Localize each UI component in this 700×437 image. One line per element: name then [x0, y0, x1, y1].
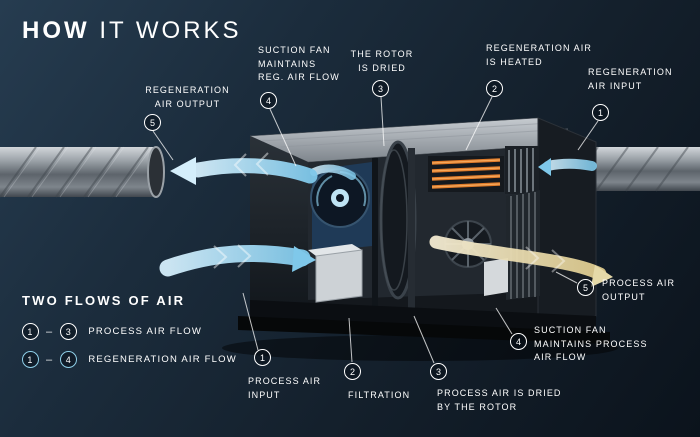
callout-badge-rotor-dried: 3	[372, 80, 389, 97]
callout-badge-regen-input: 1	[592, 104, 609, 121]
callout-label-process-output: PROCESS AIR OUTPUT	[602, 278, 676, 302]
left-duct	[0, 146, 165, 198]
cabinet	[238, 117, 610, 344]
callout-label-filtration: FILTRATION	[348, 390, 411, 400]
callout-label-regen-heated: REGENERATION AIR IS HEATED	[486, 43, 592, 67]
legend-badge-process-to: 3	[60, 323, 78, 340]
callout-label-process-dried: PROCESS AIR IS DRIED BY THE ROTOR	[437, 388, 562, 412]
legend-row-regeneration: 1 – 4 REGENERATION AIR FLOW	[22, 351, 237, 368]
upper-grille	[505, 146, 539, 194]
page-title-bold: HOW	[22, 17, 90, 44]
page-title-rest: IT WORKS	[89, 17, 242, 44]
process-input-ribbon	[159, 244, 316, 277]
callout-label-suction-reg: SUCTION FAN MAINTAINS REG. AIR FLOW	[258, 45, 340, 82]
legend-label-process: PROCESS AIR FLOW	[88, 326, 203, 337]
callout-label-regen-output: REGENERATION AIR OUTPUT	[145, 85, 230, 109]
process-output-ribbon	[429, 235, 613, 287]
regeneration-fan	[310, 158, 378, 328]
callout-badge-process-input: 1	[254, 349, 271, 366]
airflow-ribbons	[159, 152, 613, 287]
regeneration-input-ribbon	[538, 158, 597, 176]
legend-badge-regen-from: 1	[22, 351, 39, 368]
legend-badge-regen-to: 4	[60, 351, 78, 368]
legend-heading: TWO FLOWS OF AIR	[22, 293, 186, 308]
legend-dash: –	[46, 325, 54, 338]
page-title: HOW IT WORKS	[22, 17, 242, 45]
heater	[428, 156, 504, 192]
callout-badge-process-output: 5	[577, 279, 594, 296]
callout-badge-filtration: 2	[344, 363, 361, 380]
callout-label-suction-process: SUCTION FAN MAINTAINS PROCESS AIR FLOW	[534, 325, 648, 362]
legend-label-regeneration: REGENERATION AIR FLOW	[88, 354, 237, 365]
cabinet-left-face	[250, 136, 308, 326]
callout-label-rotor-dried: THE ROTOR IS DRIED	[350, 49, 414, 73]
output-grille	[484, 190, 540, 300]
callout-badge-regen-heated: 2	[486, 80, 503, 97]
callout-badge-suction-process: 4	[510, 333, 527, 350]
callout-badge-regen-output: 5	[144, 114, 161, 131]
callout-label-process-input: PROCESS AIR INPUT	[248, 376, 322, 400]
legend: TWO FLOWS OF AIR 1 – 3 PROCESS AIR FLOW …	[22, 293, 237, 379]
callout-badge-suction-reg: 4	[260, 92, 277, 109]
rotor	[379, 140, 417, 324]
legend-dash: –	[46, 353, 54, 366]
filter-box	[308, 244, 363, 303]
regeneration-output-ribbon	[170, 152, 356, 185]
callout-label-regen-input: REGENERATION AIR INPUT	[588, 67, 673, 91]
legend-badge-process-from: 1	[22, 323, 39, 340]
callout-badge-process-dried: 3	[430, 363, 447, 380]
legend-row-process: 1 – 3 PROCESS AIR FLOW	[22, 323, 237, 340]
